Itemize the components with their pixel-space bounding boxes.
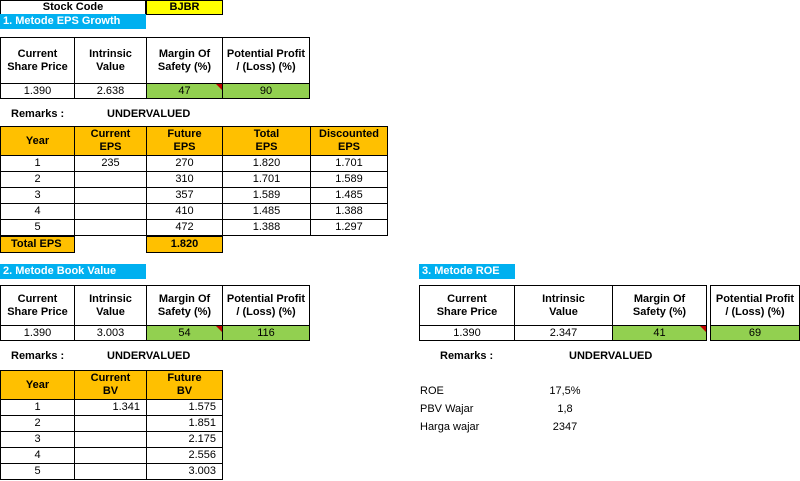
eps-total-value[interactable]: 1.820 [146, 236, 223, 253]
eps-intrinsic-value[interactable]: 2.638 [74, 83, 147, 99]
bv-margin-text: 54 [178, 326, 191, 339]
eps-share-price-value[interactable]: 1.390 [0, 83, 75, 99]
bv-cell-year[interactable]: 4 [0, 447, 75, 464]
bv-share-price-value[interactable]: 1.390 [0, 325, 75, 341]
stock-code-label: Stock Code [0, 0, 146, 15]
roe-param-value: 17,5% [549, 385, 581, 397]
eps-cell-total[interactable]: 1.388 [222, 219, 311, 236]
roe-section-title: 3. Metode ROE [419, 264, 515, 279]
bv-cell-current[interactable]: 1.341 [74, 399, 147, 416]
bv-header-intrinsic: Intrinsic Value [74, 285, 147, 326]
eps-cell-year[interactable]: 2 [0, 171, 75, 188]
eps-cell-discounted[interactable]: 1.388 [310, 203, 388, 220]
eps-cell-year[interactable]: 4 [0, 203, 75, 220]
bv-cell-year[interactable]: 5 [0, 463, 75, 480]
bv-cell-future[interactable]: 1.575 [146, 399, 223, 416]
eps-margin-value[interactable]: 47 [146, 83, 223, 99]
eps-header-share-price: Current Share Price [0, 37, 75, 84]
eps-cell-current[interactable]: 235 [74, 155, 147, 172]
bv-col-current: Current BV [74, 370, 147, 400]
roe-param-label: Harga wajar [420, 421, 480, 433]
eps-cell-current[interactable] [74, 187, 147, 204]
roe-param-value: 1,8 [557, 403, 573, 415]
bv-intrinsic-value[interactable]: 3.003 [74, 325, 147, 341]
eps-remarks-label: Remarks : [11, 108, 65, 120]
roe-param-value: 2347 [552, 421, 578, 433]
eps-cell-year[interactable]: 3 [0, 187, 75, 204]
eps-col-total: Total EPS [222, 126, 311, 156]
roe-header-share-price: Current Share Price [419, 285, 515, 326]
eps-col-current: Current EPS [74, 126, 147, 156]
eps-cell-total[interactable]: 1.820 [222, 155, 311, 172]
eps-cell-total[interactable]: 1.589 [222, 187, 311, 204]
bv-cell-current[interactable] [74, 415, 147, 432]
eps-cell-year[interactable]: 5 [0, 219, 75, 236]
bv-cell-current[interactable] [74, 447, 147, 464]
roe-param-label: PBV Wajar [420, 403, 474, 415]
roe-margin-value[interactable]: 41 [612, 325, 707, 341]
eps-total-label: Total EPS [0, 236, 75, 253]
eps-cell-future[interactable]: 410 [146, 203, 223, 220]
eps-profit-value[interactable]: 90 [222, 83, 310, 99]
eps-section-title: 1. Metode EPS Growth [0, 14, 146, 29]
comment-flag-icon [216, 326, 222, 332]
bv-margin-value[interactable]: 54 [146, 325, 223, 341]
bv-cell-future[interactable]: 2.556 [146, 447, 223, 464]
bv-header-margin: Margin Of Safety (%) [146, 285, 223, 326]
eps-cell-current[interactable] [74, 203, 147, 220]
bv-cell-year[interactable]: 3 [0, 431, 75, 448]
bv-remarks-value: UNDERVALUED [107, 350, 191, 362]
roe-param-label: ROE [420, 385, 444, 397]
bv-section-title: 2. Metode Book Value [0, 264, 146, 279]
bv-header-share-price: Current Share Price [0, 285, 75, 326]
bv-cell-year[interactable]: 2 [0, 415, 75, 432]
roe-margin-text: 41 [653, 326, 666, 339]
roe-share-price-value[interactable]: 1.390 [419, 325, 515, 341]
eps-cell-discounted[interactable]: 1.701 [310, 155, 388, 172]
roe-profit-value[interactable]: 69 [710, 325, 800, 341]
bv-col-year: Year [0, 370, 75, 400]
roe-header-profit: Potential Profit / (Loss) (%) [710, 285, 800, 326]
bv-header-profit: Potential Profit / (Loss) (%) [222, 285, 310, 326]
bv-cell-year[interactable]: 1 [0, 399, 75, 416]
eps-col-discounted: Discounted EPS [310, 126, 388, 156]
eps-cell-future[interactable]: 310 [146, 171, 223, 188]
eps-col-future: Future EPS [146, 126, 223, 156]
eps-header-margin: Margin Of Safety (%) [146, 37, 223, 84]
eps-col-year: Year [0, 126, 75, 156]
bv-cell-future[interactable]: 2.175 [146, 431, 223, 448]
eps-remarks-value: UNDERVALUED [107, 108, 191, 120]
eps-margin-text: 47 [178, 84, 191, 97]
stock-code-value[interactable]: BJBR [146, 0, 223, 15]
eps-cell-total[interactable]: 1.485 [222, 203, 311, 220]
eps-cell-current[interactable] [74, 219, 147, 236]
bv-cell-future[interactable]: 1.851 [146, 415, 223, 432]
bv-cell-current[interactable] [74, 431, 147, 448]
eps-cell-discounted[interactable]: 1.485 [310, 187, 388, 204]
roe-intrinsic-value[interactable]: 2.347 [514, 325, 613, 341]
eps-header-profit: Potential Profit / (Loss) (%) [222, 37, 310, 84]
eps-cell-discounted[interactable]: 1.297 [310, 219, 388, 236]
bv-cell-future[interactable]: 3.003 [146, 463, 223, 480]
comment-flag-icon [700, 326, 706, 332]
eps-cell-future[interactable]: 270 [146, 155, 223, 172]
bv-col-future: Future BV [146, 370, 223, 400]
eps-cell-year[interactable]: 1 [0, 155, 75, 172]
eps-cell-discounted[interactable]: 1.589 [310, 171, 388, 188]
roe-remarks-value: UNDERVALUED [569, 350, 653, 362]
comment-flag-icon [216, 84, 222, 90]
eps-cell-current[interactable] [74, 171, 147, 188]
roe-remarks-label: Remarks : [440, 350, 494, 362]
roe-header-margin: Margin Of Safety (%) [612, 285, 707, 326]
eps-header-intrinsic: Intrinsic Value [74, 37, 147, 84]
bv-remarks-label: Remarks : [11, 350, 65, 362]
bv-cell-current[interactable] [74, 463, 147, 480]
bv-profit-value[interactable]: 116 [222, 325, 310, 341]
eps-cell-future[interactable]: 472 [146, 219, 223, 236]
roe-header-intrinsic: Intrinsic Value [514, 285, 613, 326]
eps-cell-total[interactable]: 1.701 [222, 171, 311, 188]
eps-cell-future[interactable]: 357 [146, 187, 223, 204]
